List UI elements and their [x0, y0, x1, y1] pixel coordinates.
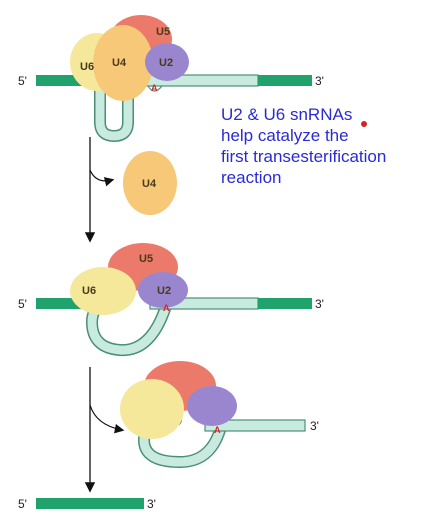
released-u4-label: U4 — [142, 178, 157, 190]
annotation-text: U2 & U6 snRNAs help catalyze the first t… — [221, 104, 436, 188]
stage-1-u4-particle — [93, 25, 153, 101]
stage-1-u2-particle — [145, 43, 189, 81]
stage-1-spliceosome: U5 U6 U4 U2 A 5' 3' — [18, 15, 324, 143]
annotation-line-3: first transesterification — [221, 147, 387, 166]
stage-2-exon-left — [36, 298, 86, 309]
stage-2-five-prime: 5' — [18, 297, 27, 311]
stage-1-exon-right — [258, 75, 312, 86]
released-u2-particle — [187, 386, 237, 426]
stage-2-u6-label: U6 — [82, 285, 96, 297]
released-three-prime: 3' — [310, 419, 319, 433]
stage-1-u4-label: U4 — [112, 57, 127, 69]
stage-2-branch-point: A — [163, 303, 170, 313]
stage-1-five-prime: 5' — [18, 74, 27, 88]
released-intron-strand — [204, 419, 306, 432]
stage-1-u2-label: U2 — [159, 57, 173, 69]
released-lariat-complex: A 3' — [120, 361, 319, 469]
arrow-release-lariat — [89, 404, 125, 434]
spliced-five-prime: 5' — [18, 497, 27, 511]
stage-2-u5-label: U5 — [139, 253, 153, 265]
stage-2-spliceosome: U5 U6 U2 A 5' 3' — [18, 243, 324, 357]
arrow-release-u4 — [89, 169, 115, 187]
stage-2-u2-particle — [138, 272, 188, 308]
spliced-three-prime: 3' — [147, 497, 156, 511]
stage-1-three-prime: 3' — [315, 74, 324, 88]
stage-2-u2-label: U2 — [157, 285, 171, 297]
stage-1-u5-label: U5 — [156, 26, 170, 38]
annotation-line-1: U2 & U6 snRNAs — [221, 105, 353, 124]
stage-1-branch-point: A — [151, 83, 158, 93]
stage-2-exon-right — [258, 298, 312, 309]
released-u6-particle — [120, 379, 184, 439]
stage-1-exon-left — [36, 75, 108, 86]
released-branch-point: A — [214, 425, 221, 435]
annotation-line-2: help catalyze the — [221, 126, 349, 145]
spliced-exon — [36, 498, 144, 509]
spliced-mrna: 5' 3' — [18, 497, 156, 511]
stage-1-u6-label: U6 — [80, 61, 94, 73]
stage-2-u6-particle — [70, 267, 136, 315]
annotation-line-4: reaction — [221, 168, 282, 187]
released-u4-particle — [123, 151, 177, 215]
stage-2-three-prime: 3' — [315, 297, 324, 311]
pointer-dot — [361, 121, 367, 127]
